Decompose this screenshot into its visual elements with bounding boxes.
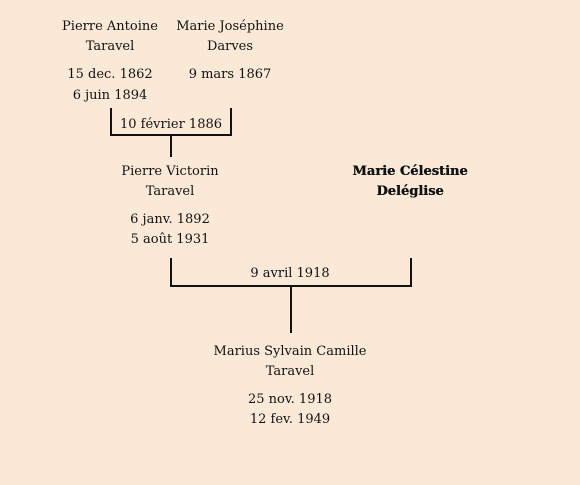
person-first-name: Pierre Victorin [121,164,219,179]
person-first-name: Marie Joséphine [176,19,284,34]
person-first-name: Pierre Antoine [62,19,158,34]
descent-line [290,287,292,333]
marriage-connector-left [110,108,112,135]
person-last-name: Deléglise [376,184,444,199]
marriage-connector-left [170,258,172,287]
person-death-date: 12 fev. 1949 [249,412,331,427]
marriage-connector-right [410,258,412,287]
person-birth-date: 9 mars 1867 [188,67,272,82]
person-last-name: Darves [206,39,254,54]
person-birth-date: 15 dec. 1862 [67,67,153,82]
descent-line [170,136,172,157]
marriage-date: 10 février 1886 [119,117,223,132]
person-first-name: Marius Sylvain Camille [213,344,367,359]
person-death-date: 5 août 1931 [130,232,210,247]
marriage-date: 9 avril 1918 [250,266,330,281]
person-birth-date: 25 nov. 1918 [247,392,333,407]
person-birth-date: 6 janv. 1892 [130,212,210,227]
marriage-connector-bar [110,134,232,136]
marriage-connector-right [230,108,232,135]
marriage-connector-bar [170,285,412,287]
person-last-name: Taravel [145,184,195,199]
person-last-name: Taravel [265,364,315,379]
person-death-date: 6 juin 1894 [72,88,148,103]
person-last-name: Taravel [85,39,135,54]
person-first-name: Marie Célestine [352,164,468,179]
